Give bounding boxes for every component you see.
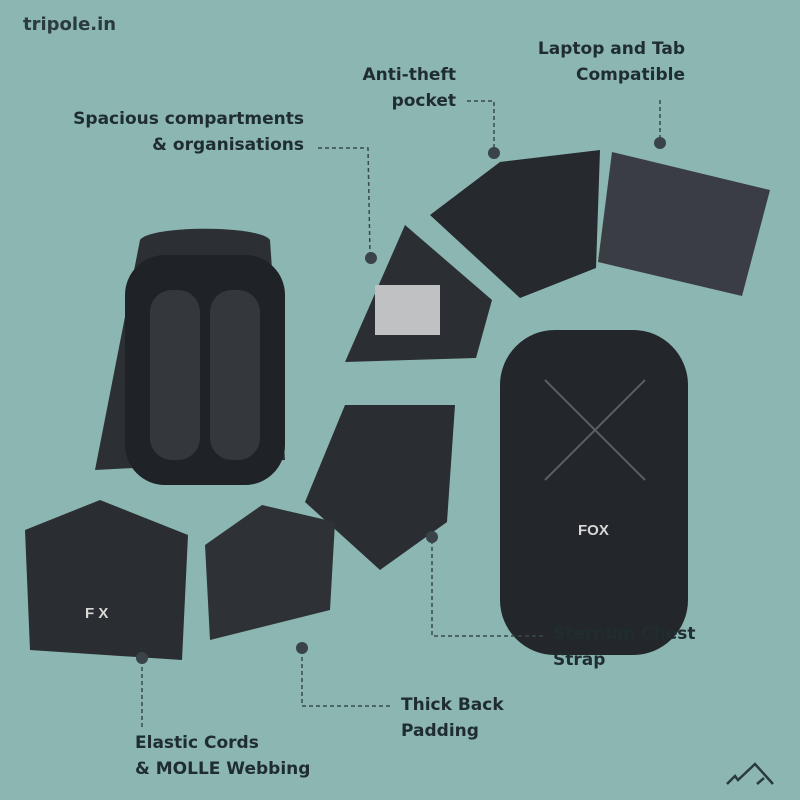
label-line: Compatible bbox=[576, 65, 685, 85]
label-line: Spacious compartments bbox=[73, 109, 304, 129]
label-spacious: Spacious compartments & organisations bbox=[73, 106, 304, 158]
spacious-photo-contents bbox=[375, 285, 440, 335]
label-laptop: Laptop and Tab Compatible bbox=[538, 36, 685, 88]
front-bag-logo: FOX bbox=[578, 522, 609, 539]
label-sternum: Sternum Chest Strap bbox=[553, 621, 695, 673]
antitheft-photo bbox=[430, 150, 600, 298]
label-line: Elastic Cords bbox=[135, 733, 259, 753]
sternum-photo bbox=[305, 405, 455, 570]
label-elastic: Elastic Cords & MOLLE Webbing bbox=[135, 730, 310, 782]
mountain-icon bbox=[726, 762, 774, 785]
connector-lines bbox=[141, 100, 661, 728]
label-back-padding: Thick Back Padding bbox=[401, 692, 504, 744]
label-line: Strap bbox=[553, 650, 606, 670]
brand-name: tripole.in bbox=[23, 14, 117, 35]
backpack-front-view: FOX bbox=[500, 330, 688, 655]
label-line: & MOLLE Webbing bbox=[135, 759, 311, 779]
back-padding-photo bbox=[205, 505, 335, 640]
label-antitheft: Anti-theft pocket bbox=[362, 62, 456, 114]
label-line: Anti-theft bbox=[362, 65, 456, 85]
label-line: Thick Back bbox=[401, 695, 504, 715]
laptop-photo bbox=[598, 152, 770, 296]
backpack-rear-view bbox=[95, 228, 285, 485]
label-line: Sternum Chest bbox=[553, 624, 696, 644]
elastic-photo bbox=[25, 500, 188, 660]
label-line: pocket bbox=[391, 91, 456, 111]
elastic-photo-logo: F X bbox=[85, 605, 108, 622]
label-line: & organisations bbox=[152, 135, 304, 155]
label-line: Laptop and Tab bbox=[537, 39, 685, 59]
label-line: Padding bbox=[401, 721, 479, 741]
mountain-icon-detail bbox=[756, 777, 765, 785]
connector-dots bbox=[136, 137, 666, 664]
